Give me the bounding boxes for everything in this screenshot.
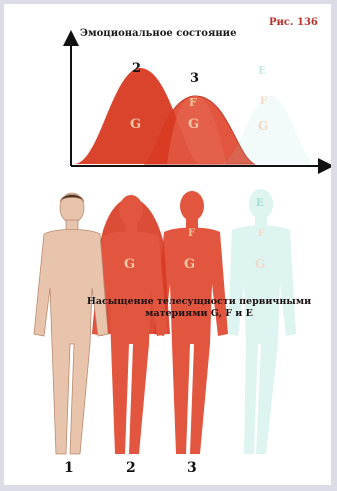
body-2-letter-g: G: [124, 257, 135, 272]
body-figures: E F G F G G: [4, 184, 331, 484]
y-axis-label: Эмоциональное состояние: [80, 28, 236, 39]
body-4-letter-f: F: [258, 229, 265, 239]
curve-3-letter-f: F: [189, 96, 197, 109]
body-3-number: 3: [187, 460, 197, 476]
body-caption: Насыщение телесущности первичными матери…: [64, 296, 331, 320]
body-4-letter-e: E: [256, 198, 264, 209]
curve-4-letter-f: F: [260, 96, 267, 107]
curve-4-letter-g: G: [258, 119, 268, 133]
body-3-letter-f: F: [188, 228, 195, 239]
body-1-number: 1: [64, 460, 74, 476]
figure-page: 2 3 F G G E F G Рис. 136 Эмоциональное с…: [4, 4, 331, 485]
curve-2-letter-g: G: [130, 117, 141, 132]
curve-3-number: 3: [190, 71, 199, 86]
body-2-number: 2: [126, 460, 136, 476]
curve-2-number: 2: [132, 61, 141, 76]
figure-label: Рис. 136: [269, 17, 318, 28]
body-3-letter-g: G: [184, 257, 195, 272]
body-figure-1: [34, 193, 108, 454]
caption-line-1: Насыщение телесущности первичными: [64, 296, 331, 308]
curve-4-letter-e: E: [258, 64, 266, 77]
body-4-letter-g: G: [255, 257, 265, 271]
curve-3-letter-g: G: [188, 117, 199, 132]
caption-line-2: материями G, F и E: [64, 308, 331, 320]
